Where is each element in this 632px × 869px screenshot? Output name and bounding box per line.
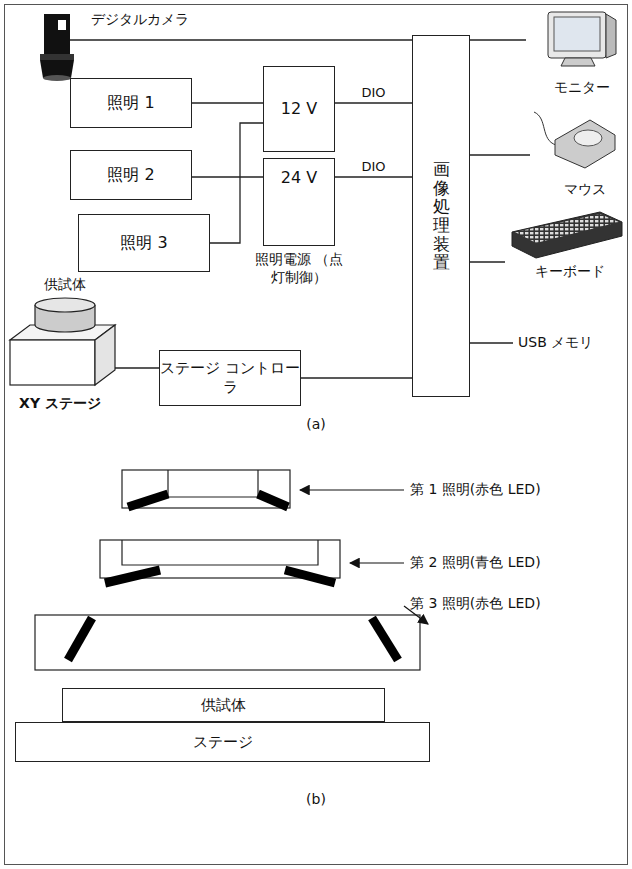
light-ring-3 <box>372 618 398 660</box>
monitor-icon <box>548 12 606 58</box>
part-label: 第 1 照明(赤色 LED) <box>410 481 541 499</box>
keyboard-icon <box>512 212 622 258</box>
specimen-cylinder <box>35 298 95 312</box>
mouse-icon <box>574 130 602 146</box>
box-label: 照明 2 <box>107 165 154 185</box>
box-label: 12 V <box>281 99 317 119</box>
box-label: 画像処理装置 <box>433 160 450 272</box>
light-ring-2 <box>122 540 318 565</box>
signal-label: DIO <box>359 85 387 101</box>
part-label: 照明電源 （点灯制御） <box>249 251 349 286</box>
signal-wire <box>470 154 530 155</box>
light-ring-3 <box>68 618 92 660</box>
mouse-icon <box>555 120 615 168</box>
wire-connector <box>335 102 412 103</box>
light-ring-3 <box>35 615 420 670</box>
xy-stage-illustration <box>10 340 95 385</box>
light-ring-3 <box>35 615 420 670</box>
power-supply-box: 12 V <box>263 66 335 152</box>
light-ring-2 <box>105 570 160 583</box>
part-label: 第 2 照明(青色 LED) <box>410 554 541 572</box>
box-label: 照明 3 <box>120 233 167 253</box>
box-label: ステージ コントローラ <box>160 359 300 397</box>
part-label: モニター <box>554 79 610 97</box>
mouse-icon <box>534 112 615 168</box>
light-ring-1 <box>258 494 288 507</box>
light-ring-1 <box>168 470 258 497</box>
leader-arrow <box>300 489 404 490</box>
signal-label: DIO <box>359 159 387 175</box>
camera-icon <box>40 14 74 81</box>
part-label: キーボード <box>535 263 605 281</box>
box-label: ステージ <box>193 733 253 752</box>
light-ring-1 <box>128 494 168 507</box>
mouse-icon <box>534 112 556 145</box>
part-label: USB メモリ <box>518 334 593 352</box>
part-label: 供試体 <box>44 276 86 294</box>
leader-arrow <box>300 490 428 624</box>
xy-stage-illustration <box>95 325 115 385</box>
camera-icon <box>58 20 66 30</box>
part-label: デジタルカメラ <box>91 11 189 29</box>
image-processor-box: 画像処理装置 <box>412 35 470 397</box>
monitor-icon <box>561 58 595 66</box>
signal-wire <box>115 367 165 368</box>
camera-icon <box>44 14 70 54</box>
light-ring-1 <box>122 470 290 508</box>
figure-frame <box>5 5 628 865</box>
specimen-cylinder <box>35 298 95 332</box>
monitor-icon <box>554 17 600 51</box>
box-label: 供試体 <box>201 696 246 715</box>
wire-connector <box>210 123 263 243</box>
keyboard-icon <box>515 214 619 243</box>
light-ring-1 <box>122 470 290 508</box>
monitor-icon <box>548 12 616 66</box>
keyboard-icon <box>512 212 622 258</box>
stage-box: ステージ <box>15 722 430 762</box>
xy-stage-illustration <box>10 325 115 385</box>
part-label: (b) <box>306 791 326 809</box>
wire-connector <box>301 377 412 378</box>
camera-icon <box>40 54 74 60</box>
camera-icon <box>43 75 71 81</box>
wire-connector <box>192 176 263 177</box>
part-label: マウス <box>564 181 606 199</box>
leader-arrow <box>350 562 404 563</box>
light-box: 照明 3 <box>78 214 210 272</box>
part-label: (a) <box>306 416 326 434</box>
wire-connector <box>192 102 263 103</box>
wire-connector <box>335 176 412 177</box>
signal-wire <box>470 261 505 262</box>
box-label: 照明 1 <box>107 93 154 113</box>
part-label: XY ステージ <box>19 395 101 413</box>
light-ring-2 <box>285 570 335 583</box>
part-label: 第 3 照明(赤色 LED) <box>410 595 541 613</box>
monitor-icon <box>606 14 616 58</box>
specimen-box: 供試体 <box>62 688 385 722</box>
box-label: 24 V <box>281 168 317 188</box>
stage-controller-box: ステージ コントローラ <box>159 350 301 406</box>
light-box: 照明 1 <box>70 78 192 128</box>
power-supply-box: 24 V <box>263 158 335 246</box>
light-box: 照明 2 <box>70 150 192 200</box>
light-ring-2 <box>100 540 340 583</box>
signal-wire <box>470 342 513 343</box>
